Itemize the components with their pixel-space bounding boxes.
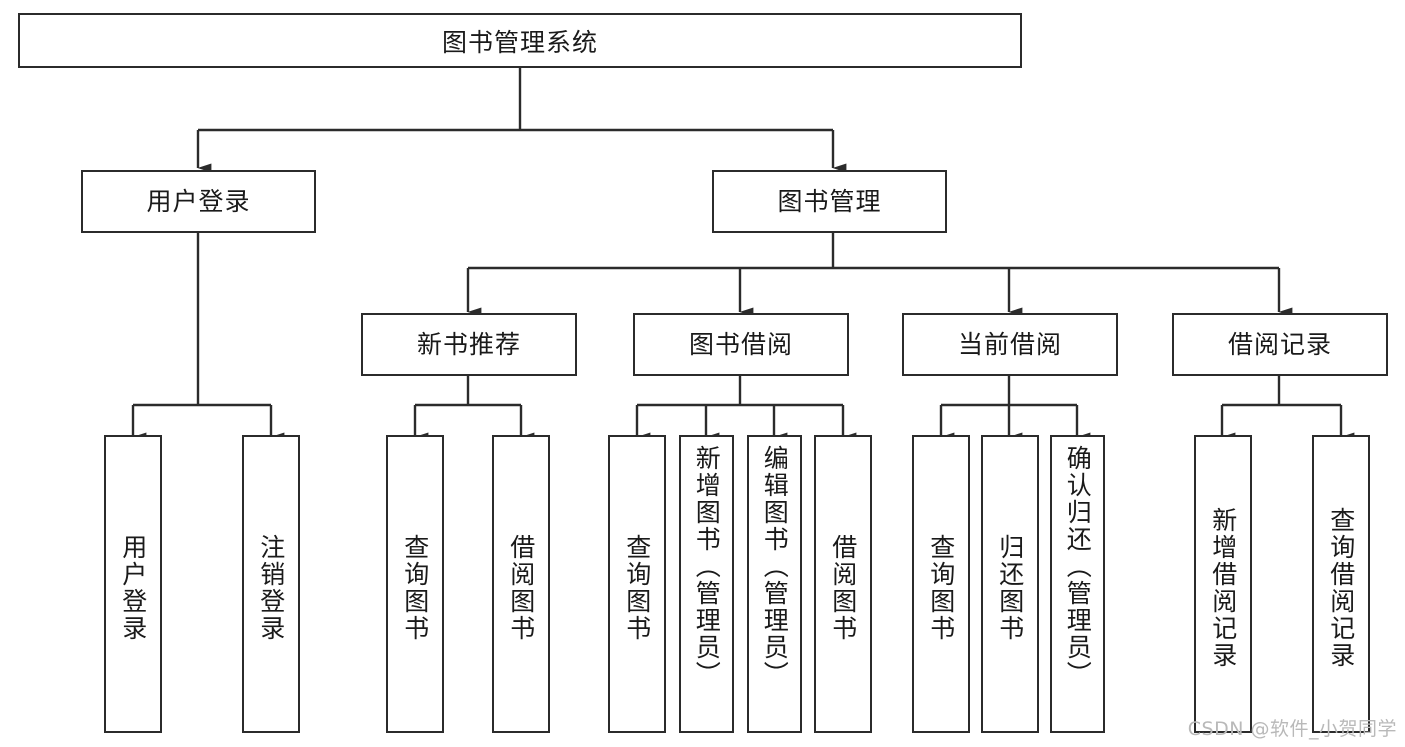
node-leaf-edit-book[interactable]: 编辑图书（管理员）: [747, 435, 802, 733]
node-label: 查询图书: [926, 534, 956, 642]
node-leaf-add-record[interactable]: 新增借阅记录: [1194, 435, 1252, 733]
node-label: 图书管理: [777, 186, 882, 216]
watermark-text: CSDN @软件_小贺同学: [1187, 718, 1397, 740]
node-leaf-query-book-1[interactable]: 查询图书: [386, 435, 444, 733]
node-label: 借阅图书: [828, 534, 858, 642]
node-label: 用户登录: [118, 534, 148, 642]
node-leaf-borrow-book-2[interactable]: 借阅图书: [814, 435, 872, 733]
node-label: 编辑图书（管理员）: [760, 445, 790, 688]
node-label: 借阅图书: [506, 534, 536, 642]
node-borrow-record[interactable]: 借阅记录: [1172, 313, 1388, 376]
node-label: 新书推荐: [416, 329, 521, 359]
node-label: 确认归还（管理员）: [1063, 445, 1093, 688]
node-label: 新增图书（管理员）: [692, 445, 722, 688]
node-label: 用户登录: [146, 186, 251, 216]
node-label: 图书借阅: [688, 329, 793, 359]
node-label: 注销登录: [256, 534, 286, 642]
node-new-book-recommend[interactable]: 新书推荐: [361, 313, 577, 376]
node-label: 借阅记录: [1227, 329, 1332, 359]
node-label: 查询图书: [622, 534, 652, 642]
node-label: 图书管理系统: [441, 27, 598, 57]
node-leaf-user-login[interactable]: 用户登录: [104, 435, 162, 733]
node-leaf-logout[interactable]: 注销登录: [242, 435, 300, 733]
node-leaf-add-book[interactable]: 新增图书（管理员）: [679, 435, 734, 733]
node-label: 归还图书: [995, 534, 1025, 642]
node-book-manage[interactable]: 图书管理: [712, 170, 947, 233]
node-current-borrow[interactable]: 当前借阅: [902, 313, 1118, 376]
node-user-login[interactable]: 用户登录: [81, 170, 316, 233]
node-label: 查询借阅记录: [1326, 507, 1356, 669]
node-label: 新增借阅记录: [1208, 507, 1238, 669]
node-leaf-query-book-2[interactable]: 查询图书: [608, 435, 666, 733]
node-book-borrow[interactable]: 图书借阅: [633, 313, 849, 376]
node-leaf-return-book[interactable]: 归还图书: [981, 435, 1039, 733]
node-leaf-query-record[interactable]: 查询借阅记录: [1312, 435, 1370, 733]
node-label: 当前借阅: [957, 329, 1062, 359]
node-root-system[interactable]: 图书管理系统: [18, 13, 1022, 68]
node-leaf-confirm-return[interactable]: 确认归还（管理员）: [1050, 435, 1105, 733]
node-leaf-query-book-3[interactable]: 查询图书: [912, 435, 970, 733]
node-label: 查询图书: [400, 534, 430, 642]
node-leaf-borrow-book-1[interactable]: 借阅图书: [492, 435, 550, 733]
